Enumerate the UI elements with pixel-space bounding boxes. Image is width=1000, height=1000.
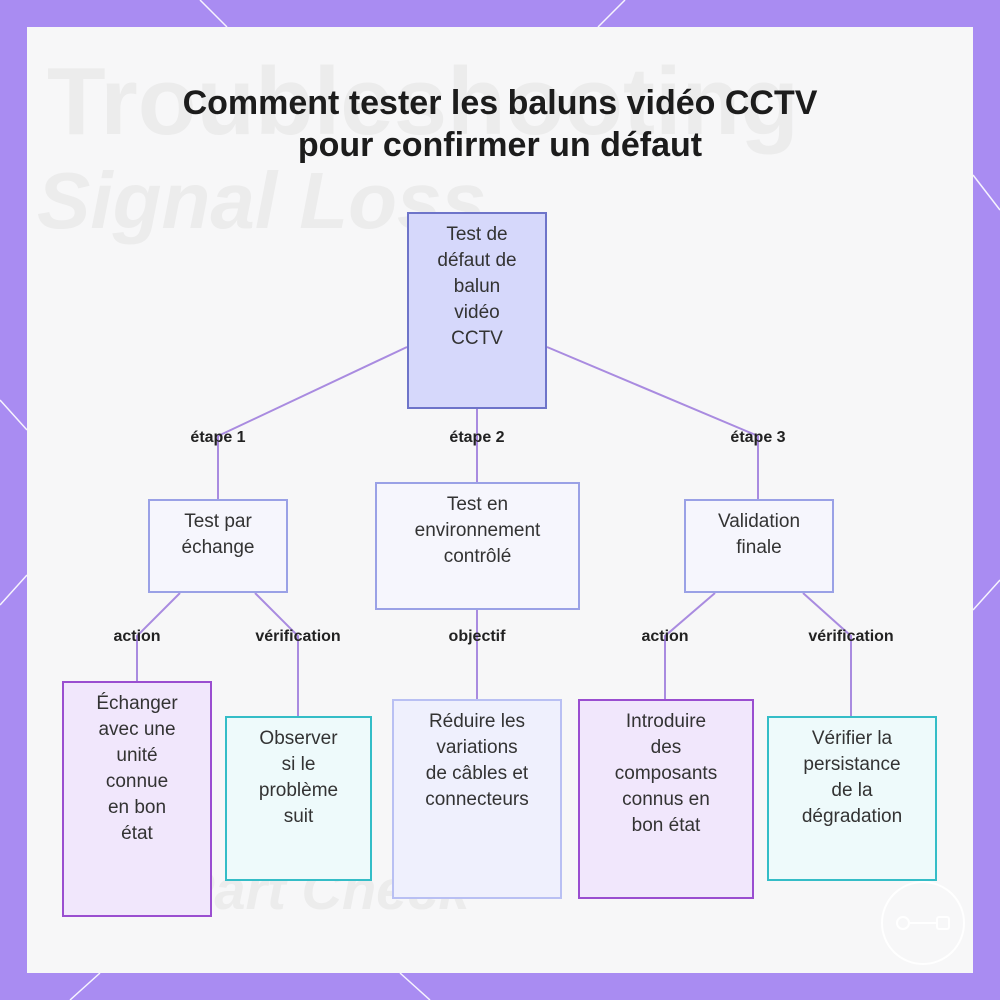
logo-badge-icon bbox=[881, 881, 965, 965]
edge-root-step1 bbox=[217, 346, 408, 499]
edge-step1-leaf2 bbox=[254, 592, 299, 716]
edge-step1-leaf1 bbox=[136, 592, 181, 681]
edge-step3-leaf5 bbox=[802, 592, 852, 716]
edge-label-step-3: étape 3 bbox=[730, 429, 786, 446]
node-leaf-introduce-components: Introduire des composants connus en bon … bbox=[578, 699, 754, 899]
node-leaf1-label: Échanger avec une unité connue en bon ét… bbox=[96, 693, 178, 844]
node-leaf-verify-persistence: Vérifier la persistance de la dégradatio… bbox=[767, 716, 937, 881]
edge-label-verification-2: vérification bbox=[808, 628, 894, 645]
node-leaf4-label: Introduire des composants connus en bon … bbox=[614, 711, 718, 836]
edge-label-objective: objectif bbox=[448, 628, 506, 645]
node-step-swap-test: Test par échange bbox=[148, 499, 288, 593]
node-root-balun-test: Test de défaut de balun vidéo CCTV bbox=[407, 212, 547, 409]
edge-label-action-1: action bbox=[113, 628, 161, 645]
node-leaf5-label: Vérifier la persistance de la dégradatio… bbox=[801, 728, 903, 827]
edge-step3-leaf4 bbox=[664, 592, 716, 699]
node-step3-label: Validation finale bbox=[717, 511, 801, 558]
title-line-2: pour confirmer un défaut bbox=[297, 126, 703, 164]
edge-label-action-2: action bbox=[641, 628, 689, 645]
edge-label-step-2: étape 2 bbox=[449, 429, 505, 446]
node-leaf-reduce-variations: Réduire les variations de câbles et conn… bbox=[392, 699, 562, 899]
edge-root-step3 bbox=[546, 346, 759, 499]
edge-label-step-1: étape 1 bbox=[190, 429, 246, 446]
diagram-title: Comment tester les baluns vidéo CCTV pou… bbox=[0, 82, 1000, 166]
watermark-line-1: Troubleshooting bbox=[47, 48, 799, 155]
node-step-final-validation: Validation finale bbox=[684, 499, 834, 593]
node-leaf-observe-problem: Observer si le problème suit bbox=[225, 716, 372, 881]
node-step1-label: Test par échange bbox=[181, 511, 255, 558]
node-step-controlled-environment: Test en environnement contrôlé bbox=[375, 482, 580, 610]
node-leaf3-label: Réduire les variations de câbles et conn… bbox=[425, 711, 529, 810]
node-leaf-swap-unit: Échanger avec une unité connue en bon ét… bbox=[62, 681, 212, 917]
node-leaf2-label: Observer si le problème suit bbox=[258, 728, 339, 827]
edge-label-verification-1: vérification bbox=[255, 628, 341, 645]
node-step2-label: Test en environnement contrôlé bbox=[414, 494, 541, 567]
title-line-1: Comment tester les baluns vidéo CCTV bbox=[182, 84, 818, 122]
node-root-label: Test de défaut de balun vidéo CCTV bbox=[437, 224, 517, 349]
